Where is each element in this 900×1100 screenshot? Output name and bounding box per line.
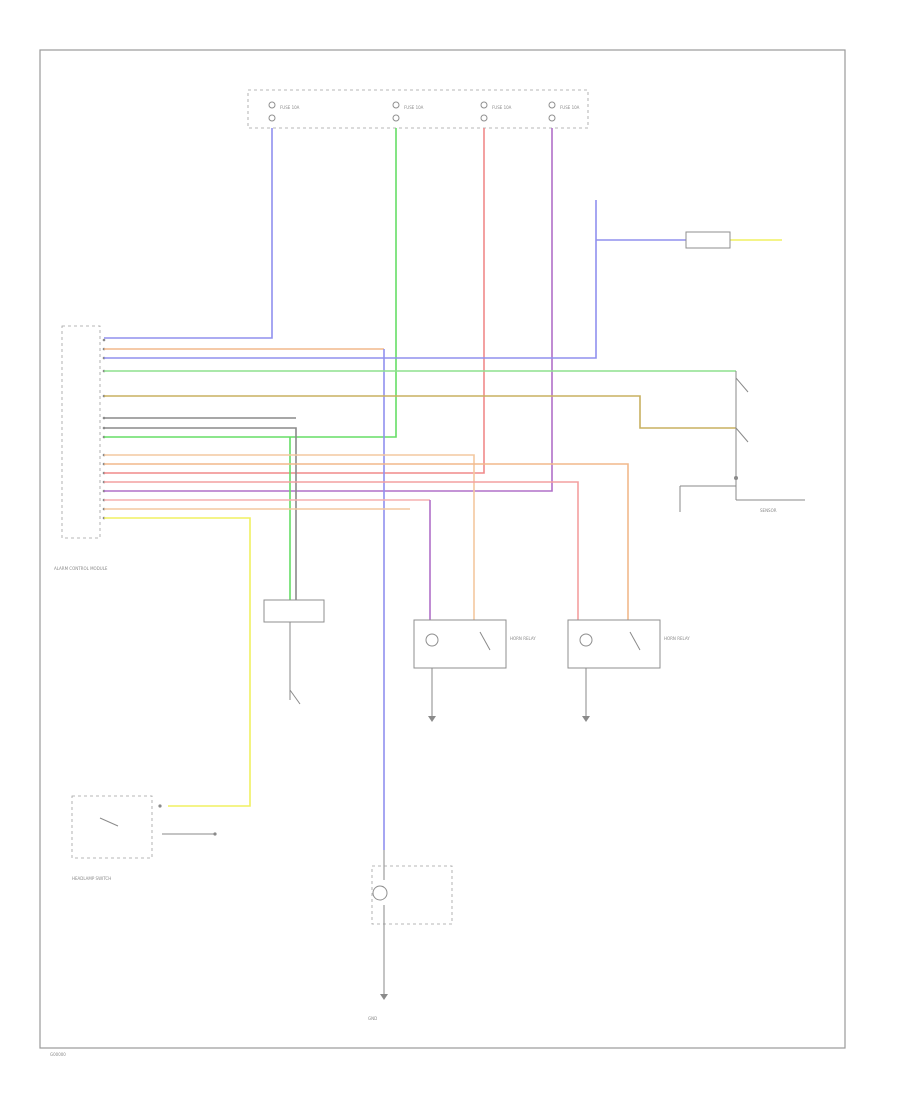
horn-relay-right-label: HORN RELAY: [664, 636, 690, 641]
fuse-b-label: FUSE 10A: [404, 105, 424, 110]
bottom-lamp: GND: [368, 850, 453, 1021]
wire-peach-a: [104, 454, 475, 620]
control-module: [61, 325, 101, 539]
fuse-a: FUSE 10A: [268, 101, 300, 122]
horn-relay-left-label: HORN RELAY: [510, 636, 536, 641]
wire-green-fuse-b: [104, 128, 397, 438]
wire-olive: [104, 395, 736, 429]
right-switch-assembly: SENSOR: [679, 371, 805, 513]
headlamp-switch-label: HEADLAMP SWITCH: [72, 876, 111, 881]
sensor-right-label: SENSOR: [760, 508, 777, 513]
fuse-c: FUSE 10A: [480, 101, 512, 122]
headlamp-switch: HEADLAMP SWITCH: [71, 795, 217, 881]
wire-pink-c: [104, 481, 579, 620]
wire-yellow: [104, 517, 251, 807]
fuse-b: FUSE 10A: [392, 101, 424, 122]
wire-blue-fuse-a: [104, 128, 273, 339]
fuse-d: FUSE 10A: [548, 101, 580, 122]
wire-blue-right: [104, 200, 597, 359]
left-sub-module-switch: [289, 689, 301, 705]
footer-code: G00000: [50, 1052, 66, 1057]
horn-relay-left: HORN RELAY: [413, 619, 536, 722]
wire-peach-b: [104, 463, 629, 620]
wire-purple-fuse-d: [104, 128, 553, 492]
control-module-label: ALARM CONTROL MODULE: [54, 566, 108, 571]
module-pins: [102, 338, 106, 520]
diagram-frame: [39, 49, 846, 1049]
wire-red-fuse-c: [104, 128, 485, 474]
wire-gray-b: [104, 427, 297, 600]
ground-bottom-label: GND: [368, 1016, 377, 1021]
fuse-d-label: FUSE 10A: [560, 105, 580, 110]
fuse-c-label: FUSE 10A: [492, 105, 512, 110]
horn-relay-right: HORN RELAY: [567, 619, 690, 722]
fuse-a-label: FUSE 10A: [280, 105, 300, 110]
fuse-block: [247, 89, 589, 129]
upper-right-device: [685, 231, 731, 249]
left-sub-module: [263, 599, 325, 623]
